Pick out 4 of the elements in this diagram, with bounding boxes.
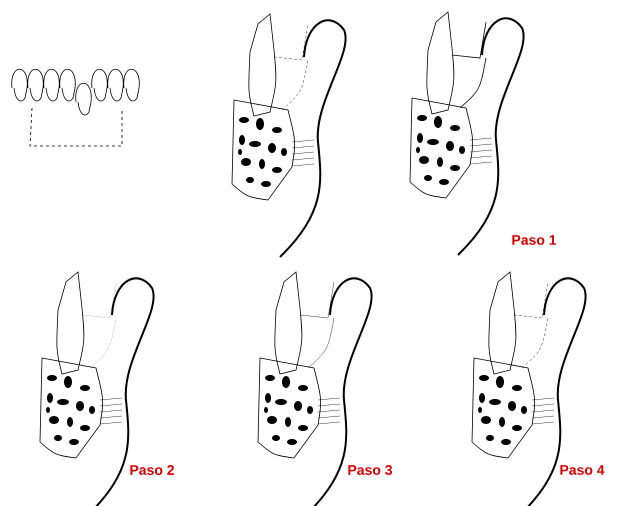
step-label: Paso 4 (560, 465, 604, 475)
step-label: Paso 3 (348, 465, 392, 475)
step-label: Paso 1 (512, 235, 556, 245)
step-label: Paso 2 (130, 465, 174, 475)
